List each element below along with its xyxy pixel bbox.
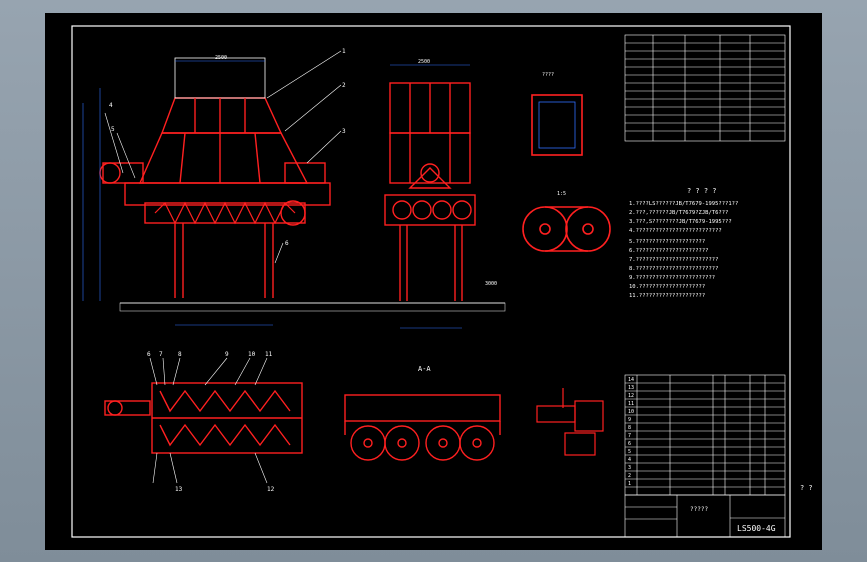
parts-numbers: 14 13 12 11 10 9 8 7 6 5 4 3 2 1 xyxy=(628,377,634,487)
square-outer xyxy=(531,94,583,156)
tech-line-1: 1.????LS??????JB/T7679-1995???1?? xyxy=(629,201,738,207)
front-hopper-body xyxy=(138,132,309,184)
leader-7: 7 xyxy=(159,351,163,358)
front-frame xyxy=(124,182,331,206)
leader-6b: 6 xyxy=(147,351,151,358)
svg-text:10: 10 xyxy=(628,409,634,415)
drawing-number: LS500-4G xyxy=(737,524,776,533)
tech-line-3: 3.???,S????????JB/T7679-1995??? xyxy=(629,219,732,225)
tech-lines: 1.????LS??????JB/T7679-1995???1?? 2.???,… xyxy=(629,201,738,299)
tech-line-10: 10.???????????????????? xyxy=(629,284,705,290)
side-view xyxy=(384,82,476,301)
svg-text:12: 12 xyxy=(628,393,634,399)
drawing-sheet: 2500 1 2 3 4 5 6 xyxy=(45,13,822,550)
svg-text:6: 6 xyxy=(628,441,631,447)
leader-13: 13 xyxy=(175,486,183,493)
leader-3: 3 xyxy=(342,128,346,135)
front-gearbox xyxy=(284,162,326,184)
plan-screw-a xyxy=(159,389,291,413)
title-block-title: ????? xyxy=(690,506,708,513)
plan-leaders xyxy=(149,357,268,484)
leader-12: 12 xyxy=(267,486,275,493)
leader-8: 8 xyxy=(178,351,182,358)
leader-5: 5 xyxy=(111,126,115,133)
front-leaders xyxy=(104,50,342,264)
square-inner xyxy=(538,101,576,149)
top-right-table xyxy=(624,34,786,142)
side-top-dim: 2500 xyxy=(418,59,430,65)
front-screw-flight xyxy=(154,201,296,225)
section-aa-label: A-A xyxy=(418,365,431,373)
front-dimensions xyxy=(82,60,273,326)
svg-text:8: 8 xyxy=(628,425,631,431)
front-view xyxy=(99,57,331,298)
base-dim: 3000 xyxy=(485,281,497,287)
tech-line-4: 4.?????????????????????????? xyxy=(629,228,722,234)
front-drive-wheel xyxy=(280,200,306,226)
svg-text:7: 7 xyxy=(628,433,631,439)
svg-text:9: 9 xyxy=(628,417,631,423)
tech-line-6: 6.?????????????????????? xyxy=(629,248,708,254)
tech-line-11: 11.???????????????????? xyxy=(629,293,705,299)
tech-line-8: 8.????????????????????????? xyxy=(629,266,718,272)
detail-view xyxy=(536,388,604,456)
tech-line-5: 5.????????????????????? xyxy=(629,239,705,245)
svg-text:11: 11 xyxy=(628,401,634,407)
svg-text:2: 2 xyxy=(628,473,631,479)
front-motor xyxy=(102,162,144,184)
leader-4: 4 xyxy=(109,102,113,109)
leader-10: 10 xyxy=(248,351,256,358)
front-hopper-cap xyxy=(174,57,266,99)
svg-text:3: 3 xyxy=(628,465,631,471)
svg-text:1: 1 xyxy=(628,481,631,487)
svg-text:13: 13 xyxy=(628,385,634,391)
tech-line-2: 2.???,??????JB/T7679?ZJB/T6??? xyxy=(629,210,728,216)
sheet-border xyxy=(71,25,791,538)
side-drive-pulley xyxy=(420,163,440,183)
side-drive-belt xyxy=(408,167,452,189)
leader-6: 6 xyxy=(285,240,289,247)
cad-drawing: 2500 1 2 3 4 5 6 xyxy=(71,25,813,538)
leader-1: 1 xyxy=(342,48,346,55)
plan-view xyxy=(104,382,303,454)
parts-list xyxy=(624,374,786,496)
section-aa xyxy=(344,394,501,461)
leader-11: 11 xyxy=(265,351,273,358)
side-frame xyxy=(384,194,476,226)
side-hopper-body xyxy=(389,132,471,184)
title-block xyxy=(624,494,786,538)
svg-text:4: 4 xyxy=(628,457,631,463)
ground-hatch xyxy=(119,302,506,312)
svg-text:14: 14 xyxy=(628,377,634,383)
leader-9: 9 xyxy=(225,351,229,358)
tech-line-7: 7.????????????????????????? xyxy=(629,257,718,263)
plan-motor xyxy=(104,400,151,416)
leader-2: 2 xyxy=(342,82,346,89)
tech-line-9: 9.???????????????????????? xyxy=(629,275,715,281)
screw-section xyxy=(522,206,611,252)
svg-text:5: 5 xyxy=(628,449,631,455)
screw-section-label: 1:5 xyxy=(557,191,566,197)
front-hopper-top xyxy=(160,97,283,134)
front-top-dim: 2500 xyxy=(215,55,227,61)
square-section xyxy=(531,94,583,156)
plan-screw-b xyxy=(159,423,291,447)
side-dimensions xyxy=(390,64,470,329)
tech-heading: ? ? ? ? xyxy=(687,187,717,195)
corner-mark: ? ? xyxy=(800,484,813,492)
square-label: ???? xyxy=(542,72,554,78)
